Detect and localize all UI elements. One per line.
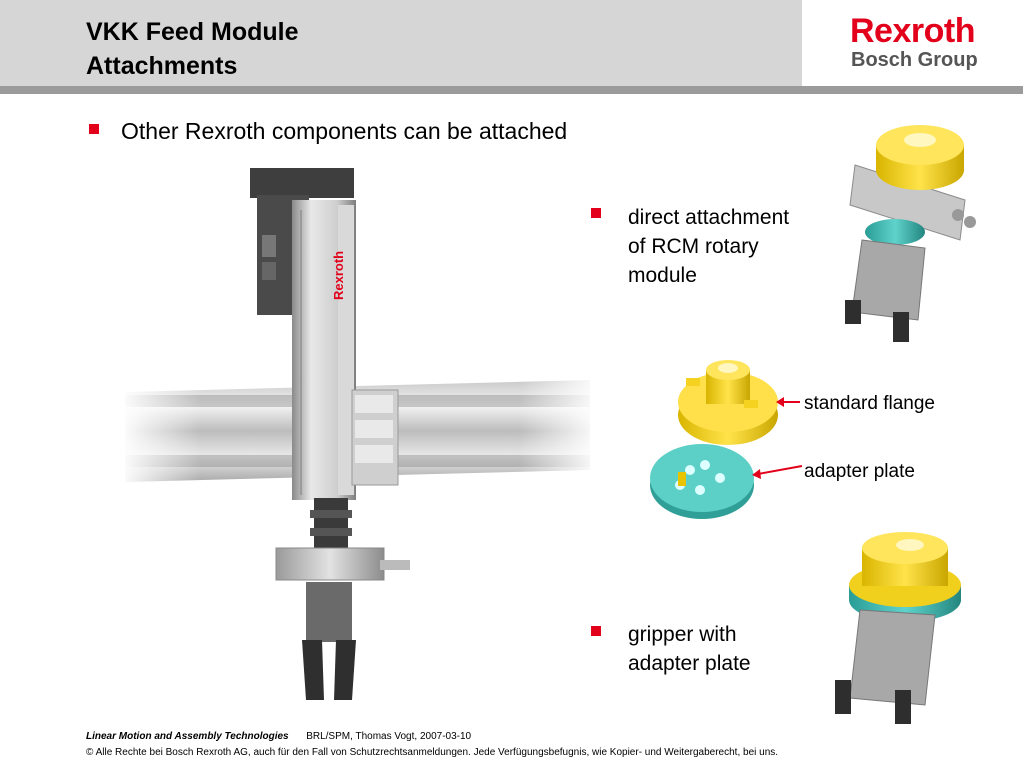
- bosch-group-logo: Bosch Group: [851, 49, 978, 71]
- standard-flange-image: [678, 360, 778, 445]
- standard-flange-arrow: [776, 397, 800, 407]
- rcm-bullet-text: direct attachment of RCM rotary module: [628, 203, 789, 290]
- rail-carriage: [351, 389, 399, 486]
- gripper-with-adapter-image: [835, 532, 961, 724]
- gripper-bullet-text: gripper with adapter plate: [628, 620, 751, 678]
- horizontal-gripper-unit: [275, 547, 410, 581]
- bullet-marker: [591, 626, 601, 636]
- footer-copyright: © Alle Rechte bei Bosch Rexroth AG, auch…: [86, 747, 779, 758]
- rexroth-logo: Rexroth: [850, 12, 975, 50]
- footer-reference: BRL/SPM, Thomas Vogt, 2007-03-10: [306, 731, 472, 742]
- main-bullet-text: Other Rexroth components can be attached: [121, 118, 568, 144]
- adapter-plate-arrow: [752, 465, 803, 479]
- rcm-rotary-module-image: [845, 125, 976, 342]
- bullet-marker: [89, 124, 99, 134]
- vertical-column: [292, 200, 356, 500]
- rcm-bullet-line2: of RCM rotary: [628, 235, 759, 258]
- shaft-coupling: [310, 498, 352, 548]
- gripper: [302, 582, 356, 700]
- title-bar: [0, 0, 802, 86]
- footer-info: Linear Motion and Assembly Technologies …: [86, 731, 471, 743]
- adapter-plate-image: [650, 444, 754, 519]
- rcm-bullet-line1: direct attachment: [628, 206, 790, 229]
- module-brand-label: Rexroth: [331, 250, 346, 300]
- adapter-plate-label: adapter plate: [804, 461, 915, 482]
- logo-area: [802, 0, 1023, 86]
- rcm-bullet-line3: module: [628, 264, 697, 287]
- header-rule: [0, 86, 1023, 94]
- footer-division: Linear Motion and Assembly Technologies: [86, 731, 289, 742]
- gripper-bullet-line2: adapter plate: [628, 652, 751, 675]
- page-title-line1: VKK Feed Module: [86, 18, 299, 46]
- standard-flange-label: standard flange: [804, 393, 935, 414]
- bullet-marker: [591, 208, 601, 218]
- page-title: VKK Feed Module Attachments: [86, 15, 299, 83]
- page-title-line2: Attachments: [86, 52, 238, 80]
- gripper-bullet-line1: gripper with: [628, 623, 737, 646]
